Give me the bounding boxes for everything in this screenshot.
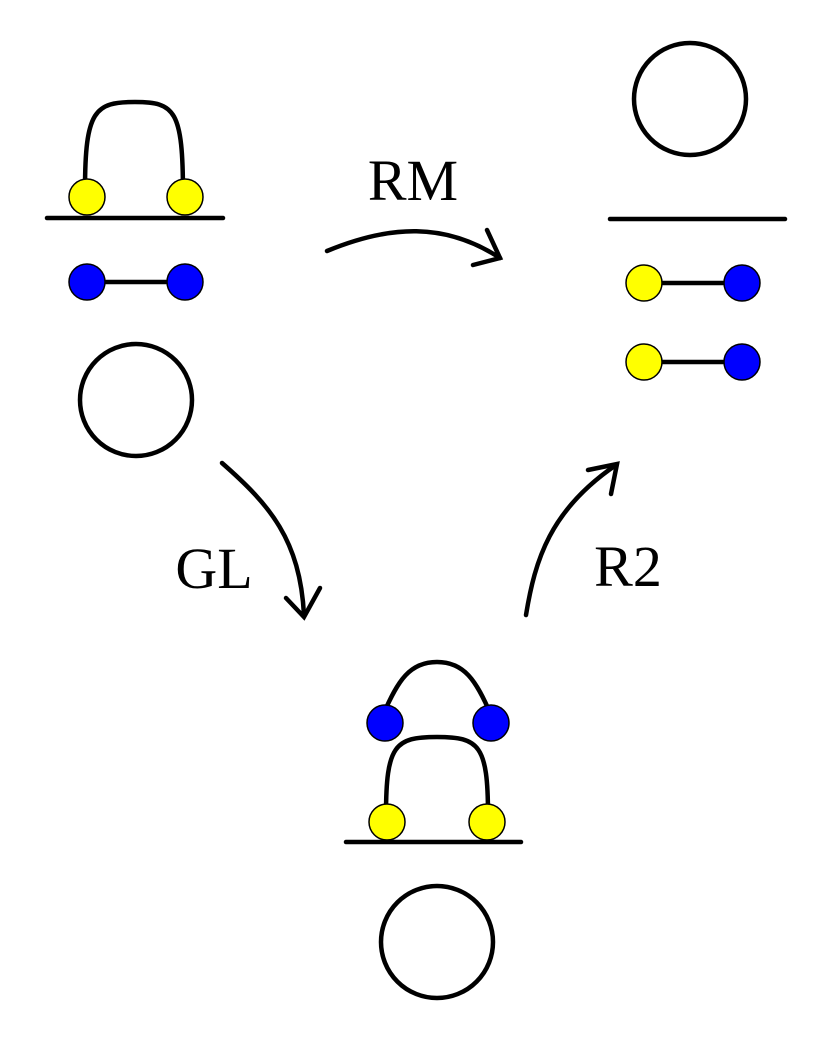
label-gl: GL <box>175 536 252 601</box>
arrow-r2 <box>523 461 620 618</box>
bottom-yellow-dot-left <box>368 803 406 841</box>
top-left-arc <box>82 99 186 196</box>
state-bottom <box>343 659 524 1001</box>
label-rm: RM <box>368 148 458 213</box>
arrow-gl-head <box>283 585 323 621</box>
arrow-r2-shaft <box>523 462 619 618</box>
bottom-blue-dot-right <box>472 704 510 742</box>
bottom-yellow-dot-right <box>468 803 506 841</box>
bottom-outer-arc <box>380 659 494 716</box>
top-right-blue-dot-lower <box>723 343 761 381</box>
arrow-gl <box>219 460 323 621</box>
state-top-right <box>607 40 788 381</box>
bottom-blue-dot-left <box>366 704 404 742</box>
arrow-rm <box>324 227 504 268</box>
label-r2: R2 <box>594 534 662 599</box>
arrow-rm-head <box>470 227 504 268</box>
top-left-blue-dot-right <box>166 263 204 301</box>
top-left-yellow-dot-right <box>166 178 204 216</box>
arrow-r2-head <box>585 461 620 497</box>
top-left-ring <box>77 341 195 459</box>
arrow-rm-shaft <box>324 229 503 261</box>
top-left-yellow-dot-left <box>68 178 106 216</box>
top-right-yellow-dot-lower <box>625 343 663 381</box>
state-top-left <box>44 99 226 459</box>
top-right-yellow-dot-upper <box>625 264 663 302</box>
top-left-blue-dot-left <box>68 263 106 301</box>
top-right-ring <box>631 40 749 158</box>
arrow-gl-shaft <box>219 460 307 618</box>
bottom-inner-arc <box>383 734 491 816</box>
top-right-blue-dot-upper <box>723 264 761 302</box>
bottom-ring <box>378 883 496 1001</box>
